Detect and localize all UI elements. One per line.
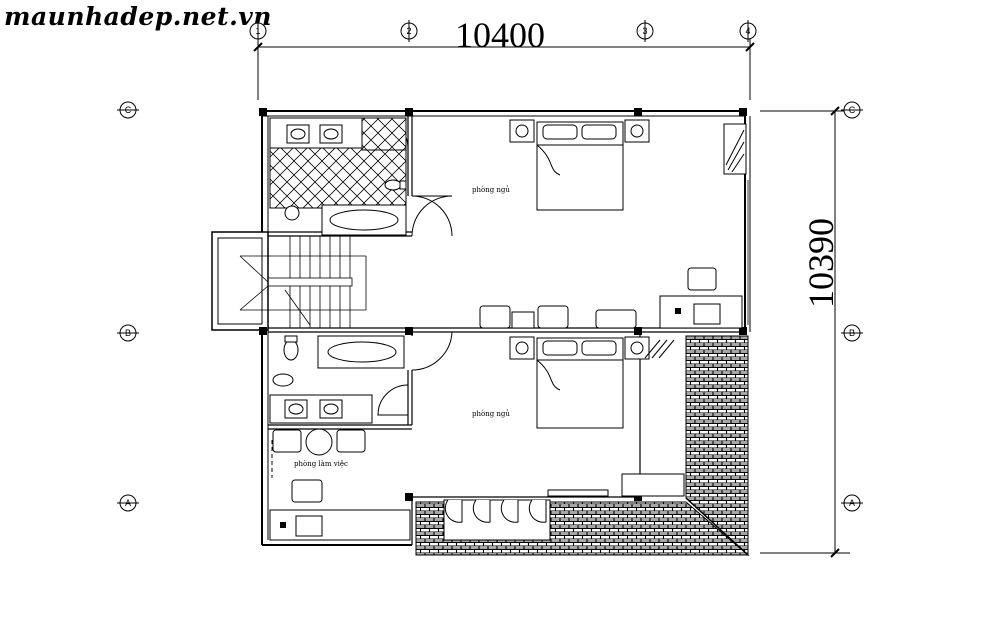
grid-label-col-4: 4 [745,26,750,36]
structural-columns [259,108,747,501]
bathroom-tile-floor [269,147,407,209]
grid-label-row-left-b: B [125,328,131,338]
dimension-line-right [760,106,850,558]
grid-label-row-left-a: A [125,498,131,508]
study-furniture [269,428,411,541]
bathroom-bottom-fixtures [269,335,405,424]
grid-bubble-ticks [117,20,863,504]
dimension-line-top [253,28,755,100]
bedroom-top-furniture [479,119,749,329]
balcony-windows [443,499,551,541]
watermark-logo: maunhadep.net.vn [4,2,272,31]
bathroom-tile-floor-corner [361,117,407,151]
bedroom-bottom-furniture [509,336,685,497]
dimension-width-label: 10400 [455,15,545,55]
grid-label-row-right-a: A [849,498,855,508]
grid-label-row-left-c: C [125,105,132,115]
room-label-bedroom-bottom: phòng ngủ [472,410,510,418]
room-label-study: phòng làm việc [294,460,348,468]
bathroom-top-fixtures [269,117,407,236]
grid-label-row-right-b: B [849,328,855,338]
grid-label-row-right-c: C [849,105,856,115]
staircase [239,236,367,328]
room-label-bedroom-top: phòng ngủ [472,186,510,194]
grid-bubbles [119,22,861,512]
study-lamp-icon [280,522,286,528]
lamp-icon [675,308,681,314]
grid-label-col-1: 1 [255,26,260,36]
grid-label-col-2: 2 [406,26,411,36]
grid-label-col-3: 3 [642,26,647,36]
